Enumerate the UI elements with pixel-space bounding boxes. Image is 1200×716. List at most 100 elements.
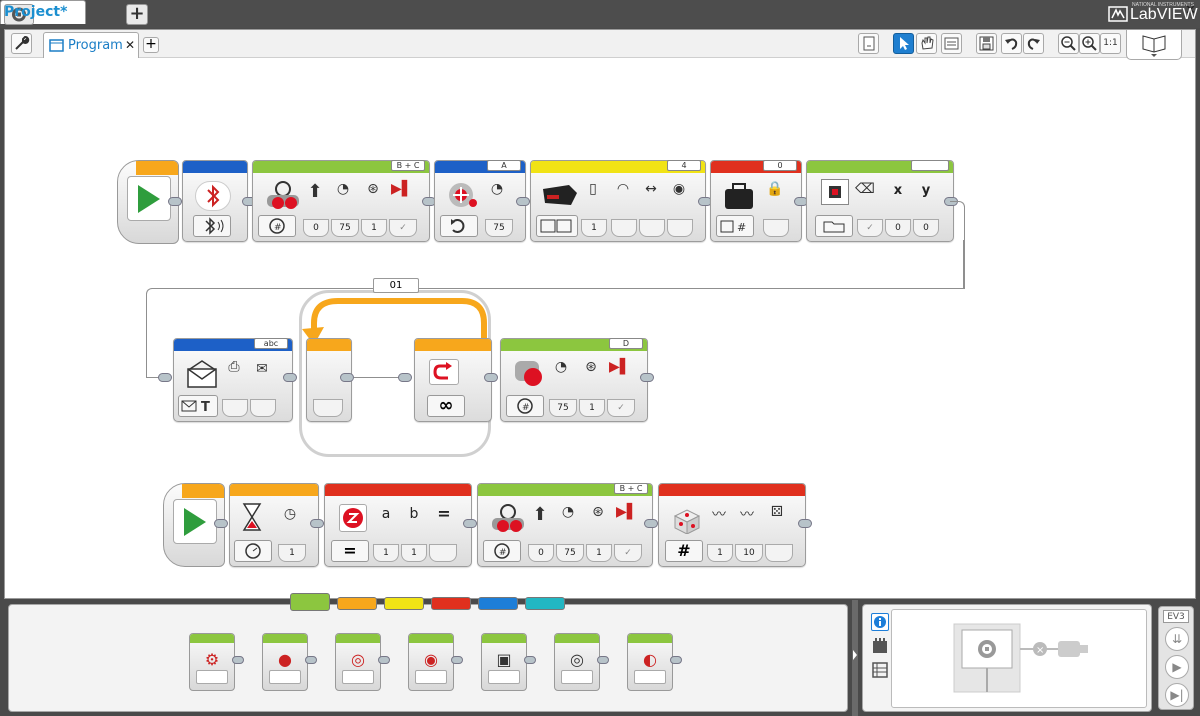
brake-checkbox[interactable]: ✓: [389, 219, 417, 237]
content-editor-button[interactable]: [941, 33, 962, 54]
x-value[interactable]: 0: [885, 219, 911, 237]
sensor-mode-selector[interactable]: [536, 215, 578, 237]
motor-port-selector[interactable]: A: [487, 160, 521, 171]
power-value[interactable]: 75: [556, 544, 584, 562]
move-mode-selector[interactable]: #: [258, 215, 296, 237]
project-tab[interactable]: Project* ✕: [0, 0, 1196, 24]
motor-power-value[interactable]: 75: [485, 219, 513, 237]
zoom-reset-button[interactable]: 1:1: [1100, 33, 1121, 54]
zoom-out-button[interactable]: [1058, 33, 1079, 54]
palette-tab-flow[interactable]: [337, 597, 377, 610]
display-port-selector[interactable]: [911, 160, 949, 171]
brick-status-block[interactable]: 4 ▯ ◠ ↔ ◉ 1: [530, 160, 706, 242]
download-and-run-button[interactable]: ▶: [1165, 655, 1189, 679]
palette-tab-advanced[interactable]: [478, 597, 518, 610]
upper-bound-value[interactable]: 10: [735, 544, 763, 562]
panel-splitter[interactable]: [852, 600, 858, 716]
compare-block[interactable]: a b = = 1 1: [324, 483, 472, 567]
undo-button[interactable]: [1001, 33, 1022, 54]
power-value[interactable]: 75: [549, 399, 577, 417]
lower-bound-value[interactable]: 1: [707, 544, 733, 562]
brick-info-tab[interactable]: [871, 613, 889, 631]
play-button[interactable]: [127, 176, 171, 221]
sensor-output-1[interactable]: [611, 219, 637, 237]
large-motor-block[interactable]: D ◔ ⊛ ▶▌ # 75 1 ✓: [500, 338, 648, 422]
save-button[interactable]: [976, 33, 997, 54]
result-output[interactable]: [429, 544, 457, 562]
rotations-value[interactable]: 1: [586, 544, 612, 562]
rotations-value[interactable]: 1: [579, 399, 605, 417]
content-editor-toggle[interactable]: [1126, 30, 1182, 60]
random-block[interactable]: 〰 〰 ⚄ # 1 10: [658, 483, 806, 567]
palette-medium-motor[interactable]: ⚙: [189, 633, 244, 691]
steering-value[interactable]: 0: [528, 544, 554, 562]
port-view-tab[interactable]: [871, 637, 889, 655]
wait-block[interactable]: ◷ 1: [229, 483, 319, 567]
move-steering-block-1[interactable]: B + C ⬆ ◔ ⊛ ▶▌ # 0 75 1 ✓: [252, 160, 430, 242]
sensor-output-2[interactable]: [639, 219, 665, 237]
b-value[interactable]: 1: [401, 544, 427, 562]
random-output[interactable]: [765, 544, 793, 562]
loop-mode-selector[interactable]: ∞: [427, 395, 465, 417]
compare-mode-selector[interactable]: =: [331, 540, 369, 562]
display-mode-selector[interactable]: [815, 215, 853, 237]
steering-value[interactable]: 0: [303, 219, 329, 237]
play-button[interactable]: [173, 499, 217, 544]
a-value[interactable]: 1: [373, 544, 399, 562]
palette-display[interactable]: ▣: [481, 633, 536, 691]
available-bricks-tab[interactable]: [871, 661, 889, 679]
motor-mode-selector[interactable]: #: [506, 395, 544, 417]
sensor-port-value[interactable]: 1: [581, 219, 607, 237]
lobby-home-button[interactable]: [4, 4, 34, 25]
palette-tab-data[interactable]: [431, 597, 471, 610]
new-comment-button[interactable]: [858, 33, 879, 54]
wait-mode-selector[interactable]: [234, 540, 272, 562]
palette-move-steering[interactable]: ◎: [335, 633, 390, 691]
move-steering-block-2[interactable]: B + C ⬆ ◔ ⊛ ▶▌ # 0 75 1 ✓: [477, 483, 653, 567]
random-mode-selector[interactable]: #: [665, 540, 703, 562]
y-value[interactable]: 0: [913, 219, 939, 237]
file-mode-selector[interactable]: #: [716, 215, 754, 237]
file-port-selector[interactable]: 0: [763, 160, 797, 171]
select-tool-button[interactable]: [893, 33, 914, 54]
port-selector[interactable]: 4: [667, 160, 701, 171]
loop-end-block[interactable]: ∞: [414, 338, 492, 422]
palette-large-motor[interactable]: ●: [262, 633, 317, 691]
motor-port-selector[interactable]: B + C: [391, 160, 425, 171]
messaging-block[interactable]: abc ⎙ ✉ T: [173, 338, 293, 422]
motor-port-selector[interactable]: D: [609, 338, 643, 349]
add-program-button[interactable]: +: [143, 37, 159, 53]
power-value[interactable]: 75: [331, 219, 359, 237]
loop-input[interactable]: [313, 399, 343, 417]
brake-checkbox[interactable]: ✓: [614, 544, 642, 562]
palette-tab-action[interactable]: [290, 593, 330, 611]
close-program-icon[interactable]: ✕: [124, 38, 135, 52]
file-value[interactable]: [763, 219, 789, 237]
move-mode-selector[interactable]: #: [483, 540, 521, 562]
palette-sound[interactable]: ◎: [554, 633, 609, 691]
loop-name-label[interactable]: 01: [373, 278, 419, 293]
motor-port-selector[interactable]: B + C: [614, 483, 648, 494]
bluetooth-block[interactable]: [182, 160, 248, 242]
close-project-icon[interactable]: ✕: [1185, 3, 1196, 18]
bluetooth-mode-selector[interactable]: [193, 215, 231, 237]
clear-screen-checkbox[interactable]: ✓: [857, 219, 883, 237]
medium-motor-block[interactable]: A ◔ 75: [434, 160, 526, 242]
palette-tab-myblocks[interactable]: [525, 597, 565, 610]
message-mode-selector[interactable]: T: [178, 395, 218, 417]
zoom-in-button[interactable]: [1079, 33, 1100, 54]
file-access-block[interactable]: 0 🔒 #: [710, 160, 802, 242]
seconds-value[interactable]: 1: [278, 544, 306, 562]
program-tab[interactable]: Program ✕: [43, 32, 139, 58]
add-project-button[interactable]: +: [126, 4, 148, 25]
rotations-value[interactable]: 1: [361, 219, 387, 237]
palette-brick-status-light[interactable]: ◐: [627, 633, 682, 691]
palette-move-tank[interactable]: ◉: [408, 633, 463, 691]
display-block[interactable]: ⌫ x y ✓ 0 0: [806, 160, 954, 242]
project-properties-button[interactable]: [11, 33, 32, 54]
motor-mode-selector[interactable]: [440, 215, 478, 237]
receiver-input[interactable]: [222, 399, 248, 417]
download-run-selected-button[interactable]: ▶|: [1165, 683, 1189, 707]
redo-button[interactable]: [1023, 33, 1044, 54]
brake-checkbox[interactable]: ✓: [607, 399, 635, 417]
